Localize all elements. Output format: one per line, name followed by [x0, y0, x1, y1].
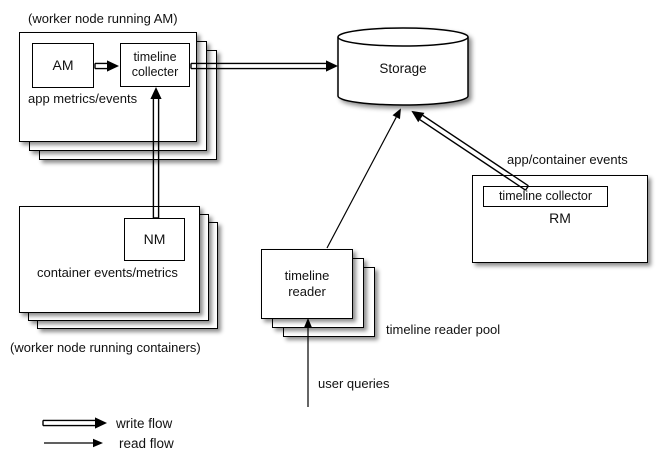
timeline-collecter-box: timeline collecter — [120, 43, 190, 87]
nm-box: NM — [124, 218, 185, 261]
legend-read-label: read flow — [119, 436, 174, 451]
worker-am-caption: (worker node running AM) — [28, 11, 178, 26]
storage-label: Storage — [379, 61, 427, 76]
container-events-note: container events/metrics — [37, 265, 178, 280]
legend-write-label: write flow — [116, 416, 173, 431]
user-queries-note: user queries — [318, 376, 390, 391]
rm-timeline-collector-box: timeline collector — [483, 186, 608, 207]
worker-containers-caption: (worker node running containers) — [10, 340, 201, 355]
legend-read-arrow-icon — [44, 438, 103, 448]
legend-write-arrow-icon — [42, 417, 107, 429]
app-container-events-note: app/container events — [507, 152, 628, 167]
app-metrics-note: app metrics/events — [28, 91, 138, 106]
timeline-reader-pool-note: timeline reader pool — [386, 322, 501, 337]
read-arrow-reader-to-storage-icon — [326, 108, 401, 249]
am-box: AM — [32, 43, 94, 88]
rm-label: RM — [549, 210, 571, 226]
timeline-reader-node: timeline reader — [261, 249, 353, 319]
